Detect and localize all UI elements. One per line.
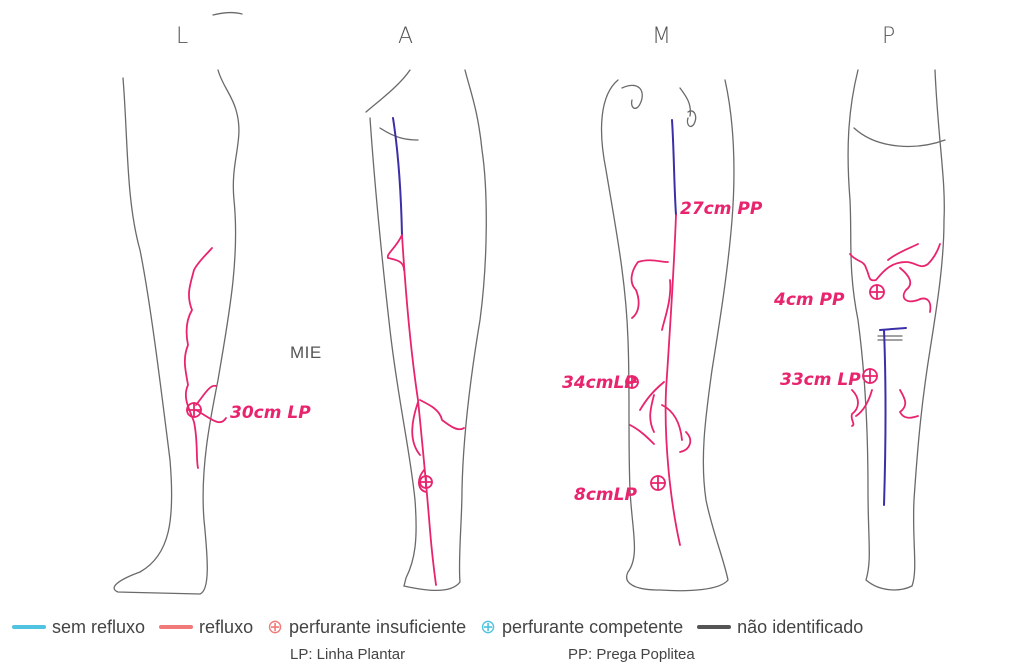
side-label: MIE — [290, 343, 322, 363]
posterior-deep-vein — [884, 330, 886, 505]
anterior-reflux-vein — [388, 235, 464, 585]
posterior-leg-knee-lines — [878, 336, 902, 340]
legend-item-competent: ⊕ perfurante competente — [480, 617, 683, 638]
view-label-posterior: P — [882, 24, 895, 49]
annotation-lateral-perforator: 30cm LP — [230, 403, 311, 423]
legend-item-reflux: refluxo — [159, 617, 253, 638]
legend-label-unidentified: não identificado — [737, 617, 863, 638]
abbreviation-lp: LP: Linha Plantar — [290, 646, 405, 663]
legend-item-no-reflux: sem refluxo — [12, 617, 145, 638]
annotations: 30cm LP 27cm PP 34cmLP 8cmLP 4cm PP 33cm… — [230, 199, 861, 505]
annotation-medial-perforator-2: 8cmLP — [574, 485, 637, 505]
legend-item-insufficient: ⊕ perfurante insuficiente — [267, 617, 466, 638]
anterior-leg-outline — [366, 70, 486, 590]
insufficient-perforator-icon: ⊕ — [267, 618, 283, 637]
legend-label-no-reflux: sem refluxo — [52, 617, 145, 638]
deep-veins — [393, 118, 906, 505]
view-label-lateral: L — [176, 24, 188, 49]
posterior-leg-outline — [848, 70, 944, 590]
legend-label-reflux: refluxo — [199, 617, 253, 638]
annotation-medial-perforator-1: 34cmLP — [562, 373, 637, 393]
annotation-medial-upper: 27cm PP — [680, 199, 763, 219]
reflux-swatch-icon — [159, 625, 193, 629]
abbreviation-pp: PP: Prega Poplitea — [568, 646, 695, 663]
leg-diagram: 30cm LP 27cm PP 34cmLP 8cmLP 4cm PP 33cm… — [0, 0, 1024, 600]
legend-label-insufficient: perfurante insuficiente — [289, 617, 466, 638]
medial-reflux-vein — [630, 215, 690, 545]
view-label-anterior: A — [398, 24, 413, 49]
legend-label-competent: perfurante competente — [502, 617, 683, 638]
medial-leg-thigh-fold — [622, 85, 696, 126]
reflux-veins — [185, 215, 940, 585]
posterior-reflux-vein — [850, 244, 940, 426]
medial-deep-vein — [672, 120, 676, 215]
lateral-reflux-vein — [185, 248, 226, 468]
annotation-posterior-perforator-1: 4cm PP — [773, 290, 845, 310]
anterior-leg-groin — [380, 128, 418, 140]
no-reflux-swatch-icon — [12, 625, 46, 629]
competent-perforator-icon: ⊕ — [480, 618, 496, 637]
annotation-posterior-perforator-2: 33cm LP — [780, 370, 861, 390]
unidentified-swatch-icon — [697, 625, 731, 629]
lateral-leg-outline — [114, 13, 242, 594]
legend: sem refluxo refluxo ⊕ perfurante insufic… — [12, 614, 1022, 640]
view-label-medial: M — [652, 24, 671, 49]
medial-leg-outline — [602, 80, 734, 591]
legend-item-unidentified: não identificado — [697, 617, 863, 638]
posterior-leg-buttock-fold — [854, 128, 945, 146]
posterior-vein-cap — [880, 328, 906, 330]
